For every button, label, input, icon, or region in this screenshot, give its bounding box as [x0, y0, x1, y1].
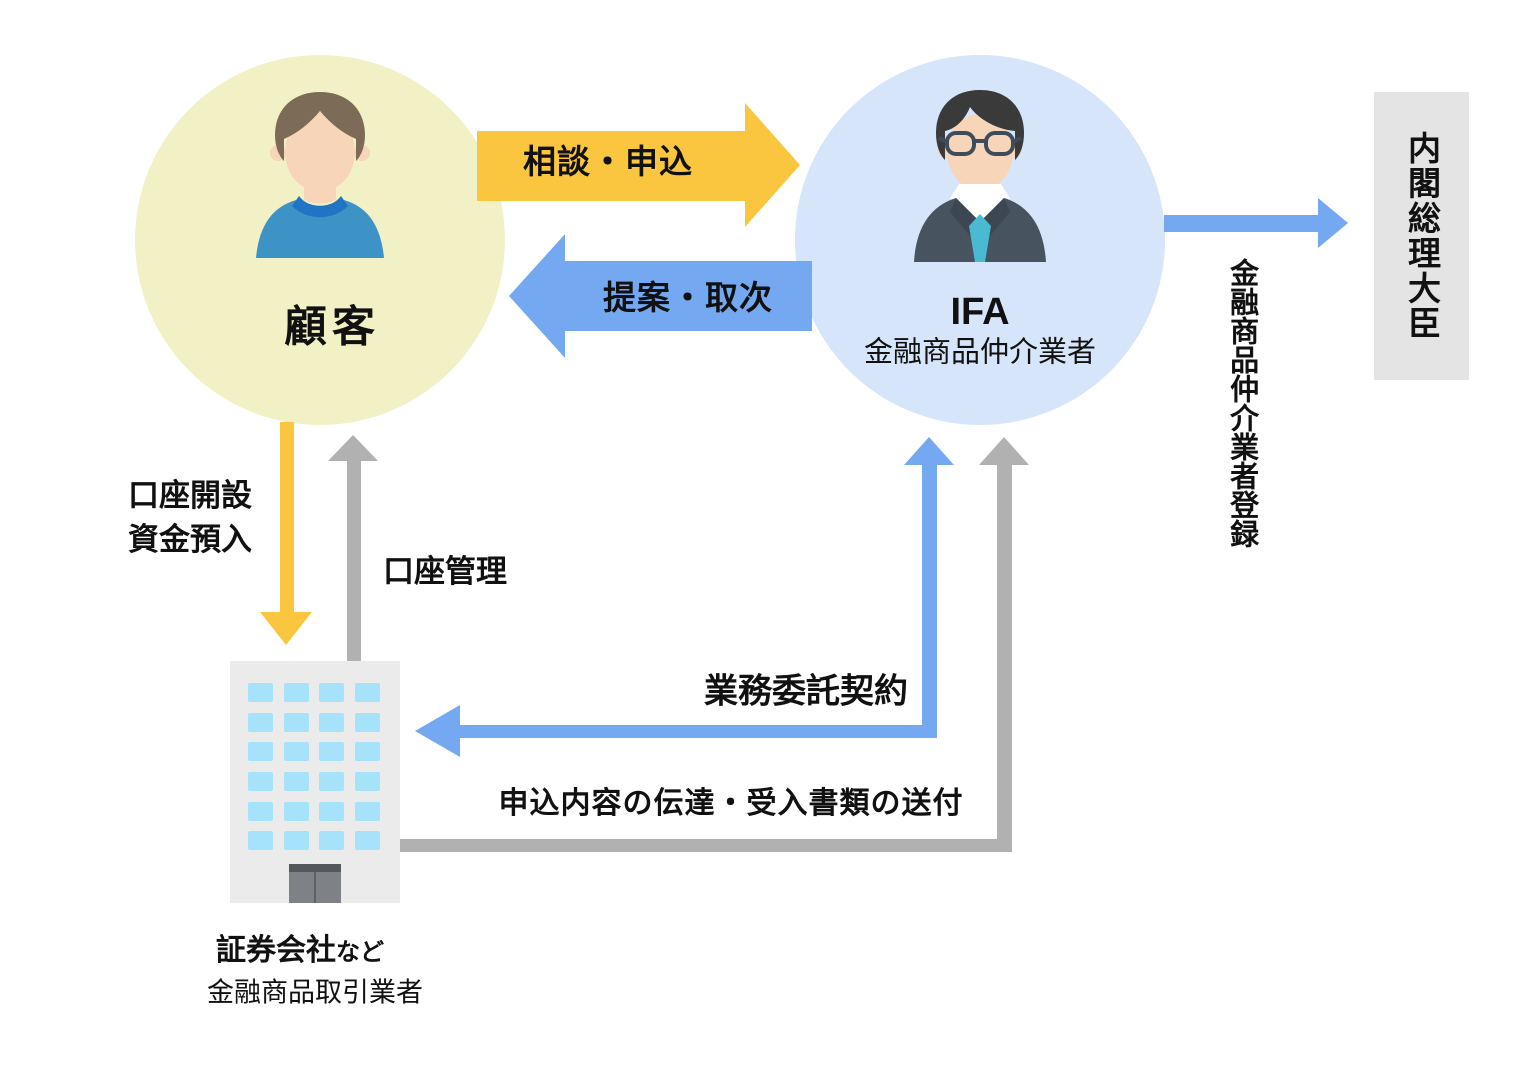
minister-box: 内閣総理大臣 — [1374, 92, 1469, 380]
customer-label: 顧客 — [284, 303, 380, 352]
propose-arrow-label: 提案・取次 — [603, 279, 773, 317]
consult-arrow — [477, 103, 800, 227]
registration-arrow — [1164, 198, 1348, 248]
building-windows — [248, 683, 380, 850]
account-manage-label: 口座管理 — [383, 554, 507, 589]
office-building-icon — [230, 661, 400, 903]
securities-label-main: 証券会社 — [216, 933, 336, 967]
consult-arrow-label: 相談・申込 — [523, 143, 693, 181]
consignment-arrow — [415, 437, 954, 757]
registration-arrow-label: 金融商品仲介業者登録 — [1225, 258, 1258, 548]
propose-arrow — [509, 234, 812, 358]
securities-sublabel: 金融商品取引業者 — [207, 977, 423, 1008]
ifa-label: IFA — [950, 291, 1010, 334]
account-open-arrow — [260, 422, 312, 645]
account-open-label-line2: 資金預入 — [128, 522, 252, 557]
account-open-label: 口座開設 資金預入 — [128, 474, 252, 562]
transmission-arrow-label: 申込内容の伝達・受入書類の送付 — [498, 786, 964, 820]
customer-person-icon — [256, 92, 384, 258]
consignment-arrow-label: 業務委託契約 — [704, 672, 908, 711]
ifa-sublabel: 金融商品仲介業者 — [863, 336, 1097, 369]
securities-label: 証券会社など — [216, 934, 384, 969]
account-open-label-line1: 口座開設 — [128, 478, 252, 513]
businessman-glasses-icon — [914, 90, 1046, 262]
account-manage-arrow — [328, 435, 378, 661]
minister-label: 内閣総理大臣 — [1403, 131, 1441, 341]
glasses-icon — [938, 131, 1022, 156]
securities-label-suffix: など — [336, 938, 384, 966]
